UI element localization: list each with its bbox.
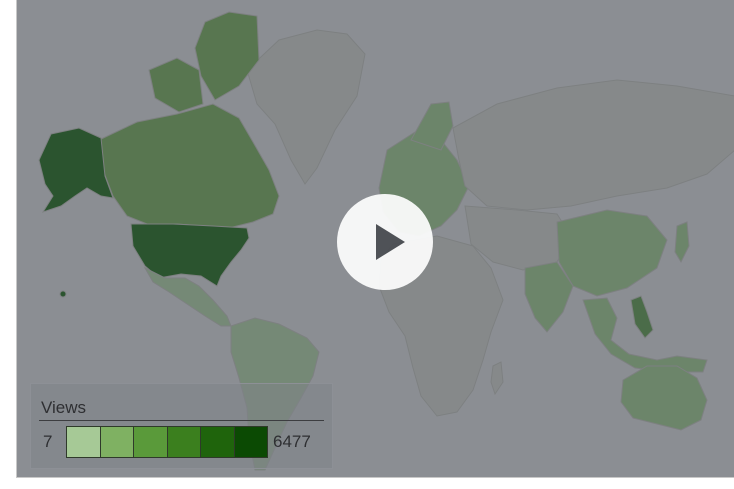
legend-color-scale [66, 426, 268, 458]
legend-swatch-1 [67, 427, 101, 457]
legend-swatch-4 [167, 427, 201, 457]
country-greenland [246, 29, 366, 185]
legend-min-value: 7 [43, 432, 53, 451]
country-japan [674, 221, 690, 264]
country-china [556, 209, 668, 297]
legend-divider [39, 420, 324, 421]
country-canada [98, 103, 280, 229]
country-canada-islands-2 [148, 57, 204, 113]
legend-swatch-6 [234, 427, 267, 457]
legend-swatch-2 [100, 427, 134, 457]
play-button[interactable] [337, 194, 433, 290]
video-frame[interactable]: Views 7 6477 [16, 0, 734, 478]
islands-hawaii [59, 290, 67, 298]
country-philippines [630, 295, 654, 339]
legend-title: Views [41, 398, 87, 417]
country-russia [452, 79, 734, 211]
play-icon [376, 224, 405, 260]
country-canada-islands [194, 11, 260, 101]
legend-max-value: 6477 [273, 432, 311, 451]
country-usa [130, 223, 250, 287]
country-madagascar [490, 361, 504, 396]
legend-swatch-5 [201, 427, 235, 457]
map-legend: Views 7 6477 [30, 383, 333, 469]
legend-swatch-3 [134, 427, 168, 457]
country-australia [620, 365, 708, 431]
